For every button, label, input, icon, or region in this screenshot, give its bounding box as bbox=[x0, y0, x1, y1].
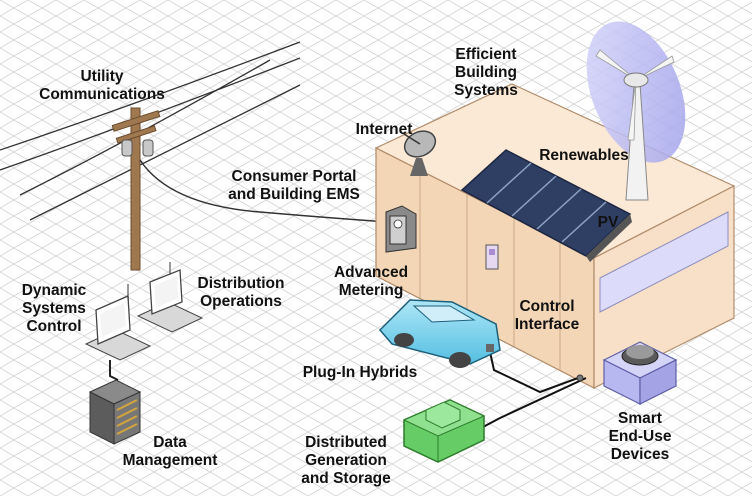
wind-turbine-icon bbox=[586, 21, 686, 201]
wall-outlet bbox=[576, 374, 584, 382]
label-control-interface: Control Interface bbox=[514, 298, 580, 333]
utility-pole-icon bbox=[111, 107, 161, 271]
service-drop-cable bbox=[139, 159, 389, 223]
label-dynamic-systems-control: Dynamic Systems Control bbox=[21, 282, 87, 335]
window-strip bbox=[599, 211, 729, 313]
label-plug-in-hybrids: Plug-In Hybrids bbox=[302, 364, 418, 381]
label-distributed-generation: Distributed Generation and Storage bbox=[301, 434, 391, 487]
hvac-unit-icon bbox=[602, 341, 678, 405]
generator-icon bbox=[402, 399, 486, 463]
label-consumer-portal: Consumer Portal and Building EMS bbox=[228, 168, 360, 203]
label-data-management: Data Management bbox=[122, 434, 218, 469]
solar-panel-icon bbox=[460, 149, 632, 262]
label-renewables: Renewables bbox=[539, 147, 629, 164]
server-rack-icon bbox=[88, 379, 142, 445]
label-distribution-operations: Distribution Operations bbox=[197, 275, 285, 310]
satellite-dish-icon bbox=[403, 130, 437, 176]
thermostat-icon bbox=[485, 244, 499, 270]
label-internet: Internet bbox=[355, 121, 413, 138]
label-efficient-building-systems: Efficient Building Systems bbox=[454, 46, 518, 99]
label-advanced-metering: Advanced Metering bbox=[333, 264, 409, 299]
building-icon bbox=[374, 83, 736, 389]
label-smart-end-use-devices: Smart End-Use Devices bbox=[608, 410, 672, 463]
computer-workstation-icon bbox=[84, 262, 204, 381]
label-pv: PV bbox=[597, 214, 619, 231]
plug-in-hybrid-car-icon bbox=[378, 299, 501, 368]
electric-meter-icon bbox=[385, 205, 417, 253]
label-utility-communications: Utility Communications bbox=[39, 68, 165, 103]
